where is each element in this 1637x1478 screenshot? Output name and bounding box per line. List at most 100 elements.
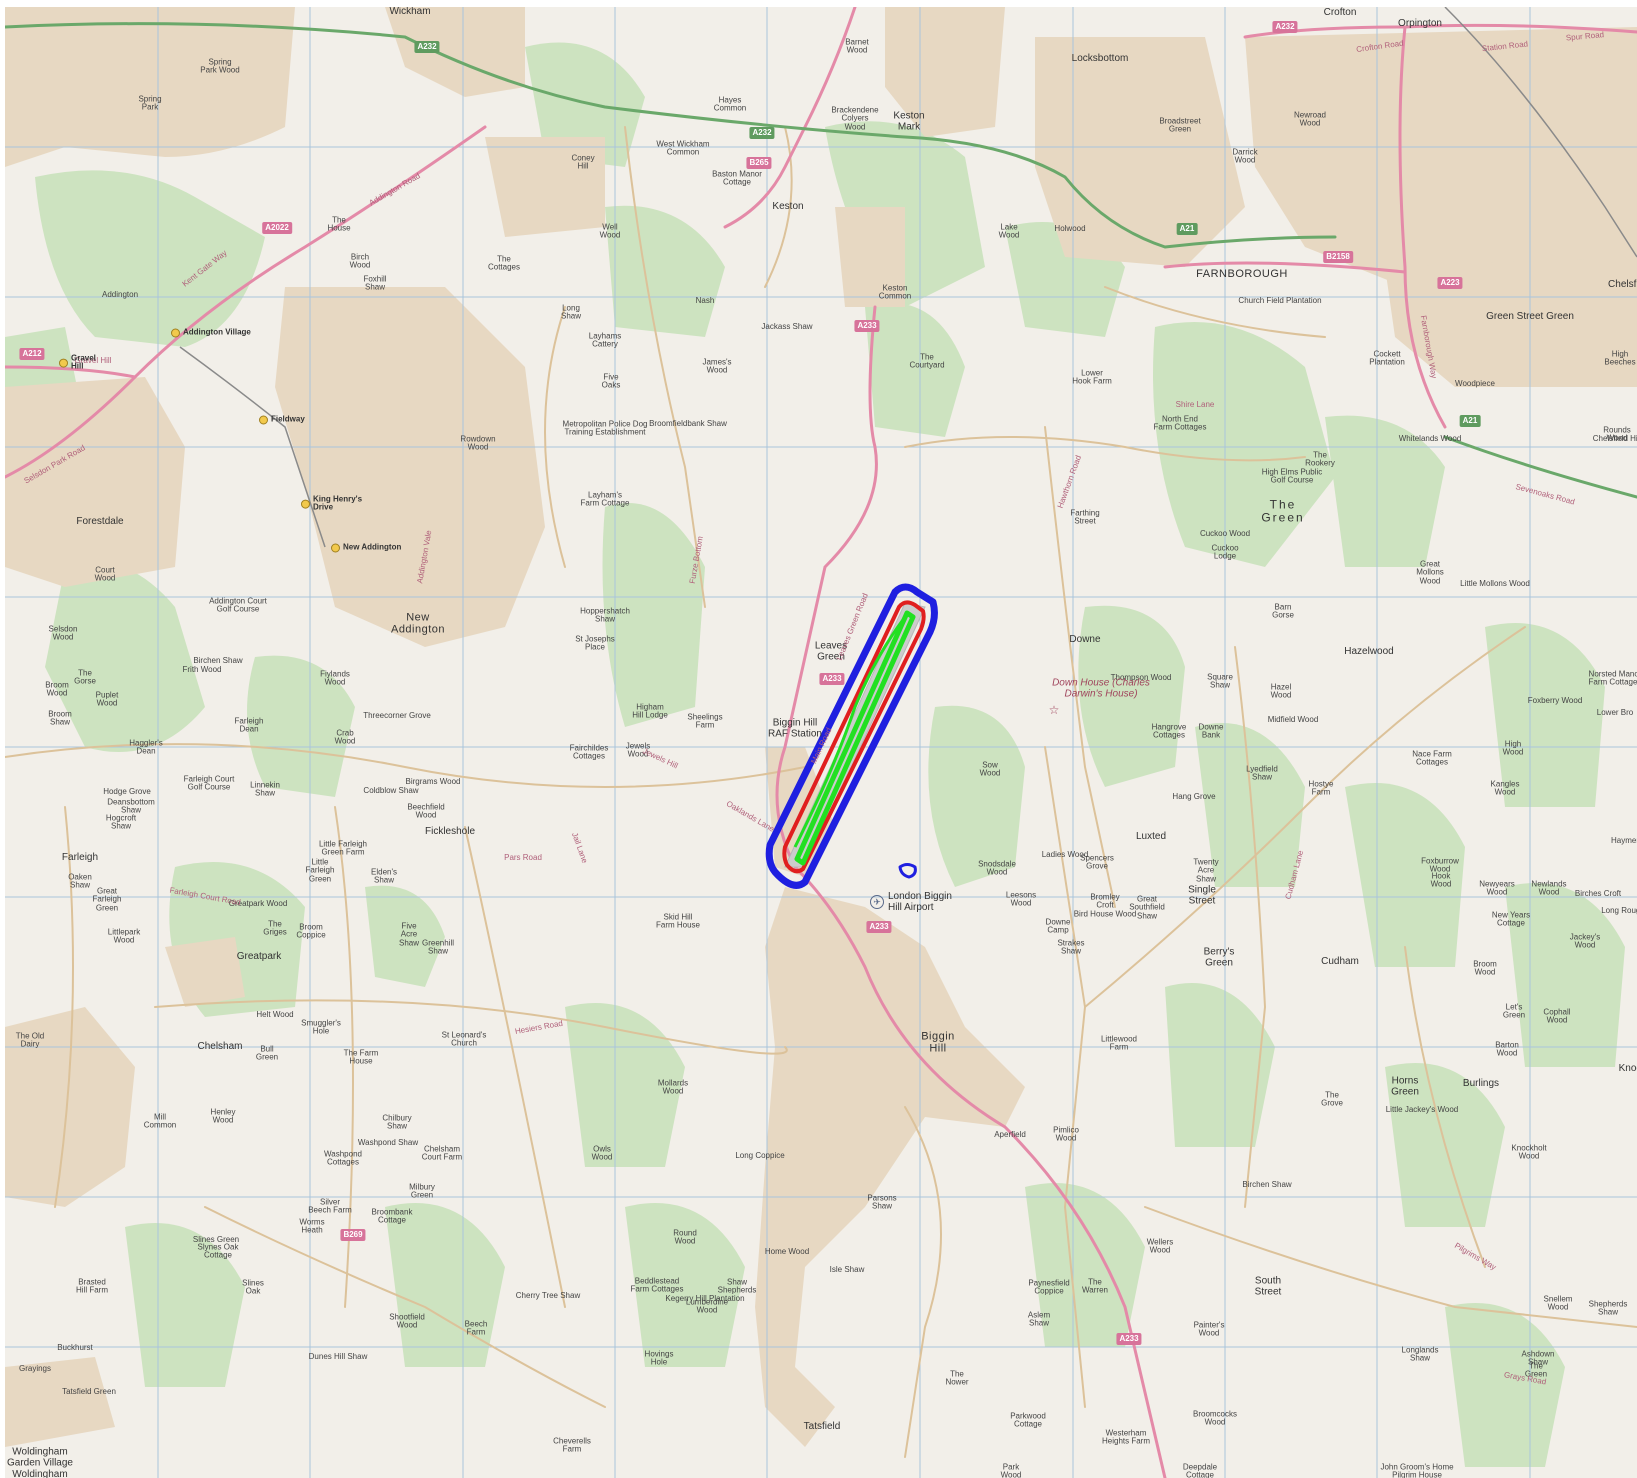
contour-outer xyxy=(765,583,938,889)
place-label: Chelsham xyxy=(197,1040,243,1052)
road-shield: A232 xyxy=(749,127,775,139)
place-label: Home Wood xyxy=(764,1246,810,1256)
place-label: Orpington xyxy=(1398,17,1442,29)
place-label: Church Field Plantation xyxy=(1238,295,1322,305)
tram-stop-icon xyxy=(301,499,310,509)
place-label: Helt Wood xyxy=(256,1009,294,1019)
tram-stop[interactable]: Fieldway xyxy=(259,415,305,425)
place-label: Long Rough xyxy=(1601,905,1637,915)
place-label: Hodge Grove xyxy=(103,786,151,796)
place-label: Kegerry Hill Plantation xyxy=(665,1293,745,1303)
road-label: Shire Lane xyxy=(1175,399,1215,409)
tram-stop[interactable]: Addington Village xyxy=(171,328,251,338)
road-shield: A21 xyxy=(1459,415,1481,427)
place-label: Farleigh xyxy=(61,851,99,863)
place-label: Birgrams Wood xyxy=(405,776,461,786)
place-label: Jackass Shaw xyxy=(761,321,813,331)
place-label: Greatpark xyxy=(236,950,282,962)
place-label: Knoc xyxy=(1618,1062,1637,1074)
place-label: Foxberry Wood xyxy=(1527,695,1583,705)
road-shield: B269 xyxy=(340,1229,366,1241)
road-shield: A233 xyxy=(1116,1333,1142,1345)
place-label: Crofton xyxy=(1323,7,1357,18)
urban-areas xyxy=(5,7,1637,1447)
place-label: Hazelwood xyxy=(1344,645,1394,657)
road-shield: A233 xyxy=(854,320,880,332)
tram-stop-icon xyxy=(171,328,180,338)
heritage-star-icon[interactable]: ☆ xyxy=(1048,703,1060,717)
place-label: Dunes Hill Shaw xyxy=(308,1351,368,1361)
place-label: Woodpiece xyxy=(1455,378,1495,388)
place-label: Chelsfield Hill xyxy=(1592,433,1637,443)
place-label: Cherry Tree Shaw xyxy=(515,1290,581,1300)
place-label: Hang Grove xyxy=(1172,791,1216,801)
place-label: Locksbottom xyxy=(1071,52,1129,64)
place-label: Frith Wood xyxy=(182,664,222,674)
tram-stop[interactable]: New Addington xyxy=(331,543,401,553)
place-label: Midfield Wood xyxy=(1267,714,1319,724)
